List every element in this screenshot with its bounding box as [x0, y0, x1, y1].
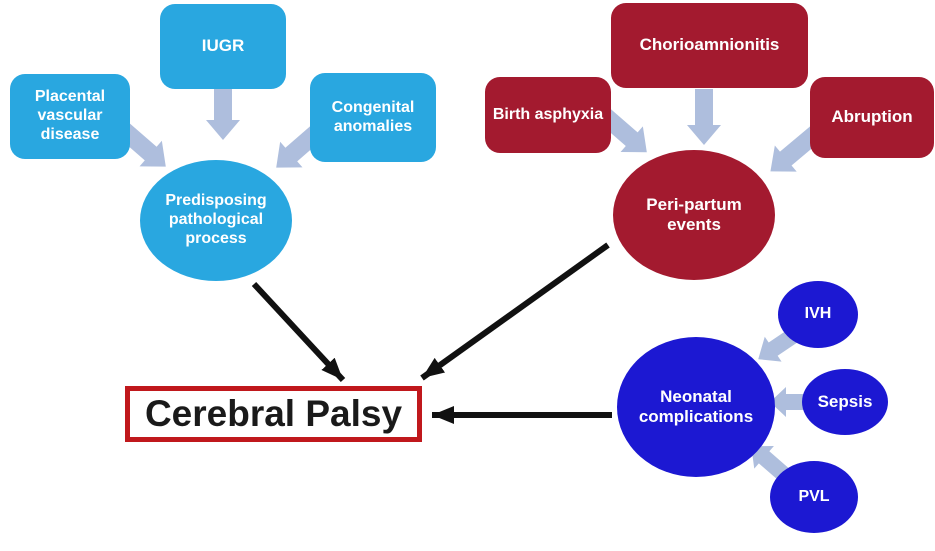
arrow-predisposing-to-cerebral-palsy	[251, 281, 346, 383]
hub-neonatal-complications: Neonatal complications	[617, 337, 775, 477]
node-label: Abruption	[831, 107, 913, 127]
node-chorioamnionitis: Chorioamnionitis	[611, 3, 808, 88]
hub-label: Predisposing pathological process	[165, 192, 267, 247]
node-iugr: IUGR	[160, 4, 286, 89]
hub-label: Neonatal complications	[638, 386, 754, 426]
node-label: Birth asphyxia	[492, 105, 604, 123]
node-sepsis: Sepsis	[802, 369, 888, 435]
node-label: Placental vascular disease	[34, 88, 106, 143]
node-placental-vascular-disease: Placental vascular disease	[10, 74, 130, 159]
arrow-sepsis-to-neonatal-hub	[770, 387, 808, 417]
node-congenital-anomalies: Congenital anomalies	[310, 73, 436, 162]
node-label: Congenital anomalies	[331, 98, 415, 135]
center-node-label: Cerebral Palsy	[144, 393, 403, 434]
center-node-cerebral-palsy: Cerebral Palsy	[125, 386, 422, 442]
node-birth-asphyxia: Birth asphyxia	[485, 77, 611, 153]
hub-peri-partum-events: Peri-partum events	[613, 150, 775, 280]
node-label: IUGR	[201, 36, 245, 56]
node-label: IVH	[804, 305, 832, 323]
hub-predisposing-pathological-process: Predisposing pathological process	[140, 160, 292, 281]
node-ivh: IVH	[778, 281, 858, 348]
node-label: Sepsis	[817, 391, 873, 411]
arrow-peripartum-to-cerebral-palsy	[420, 242, 610, 381]
arrow-chorioamnionitis-to-peripartum-hub	[687, 89, 721, 145]
arrow-iugr-to-predisposing-hub	[206, 88, 240, 140]
node-abruption: Abruption	[810, 77, 934, 158]
node-label: Chorioamnionitis	[639, 35, 780, 55]
hub-label: Peri-partum events	[646, 194, 742, 234]
node-pvl: PVL	[770, 461, 858, 533]
node-label: PVL	[798, 487, 830, 505]
